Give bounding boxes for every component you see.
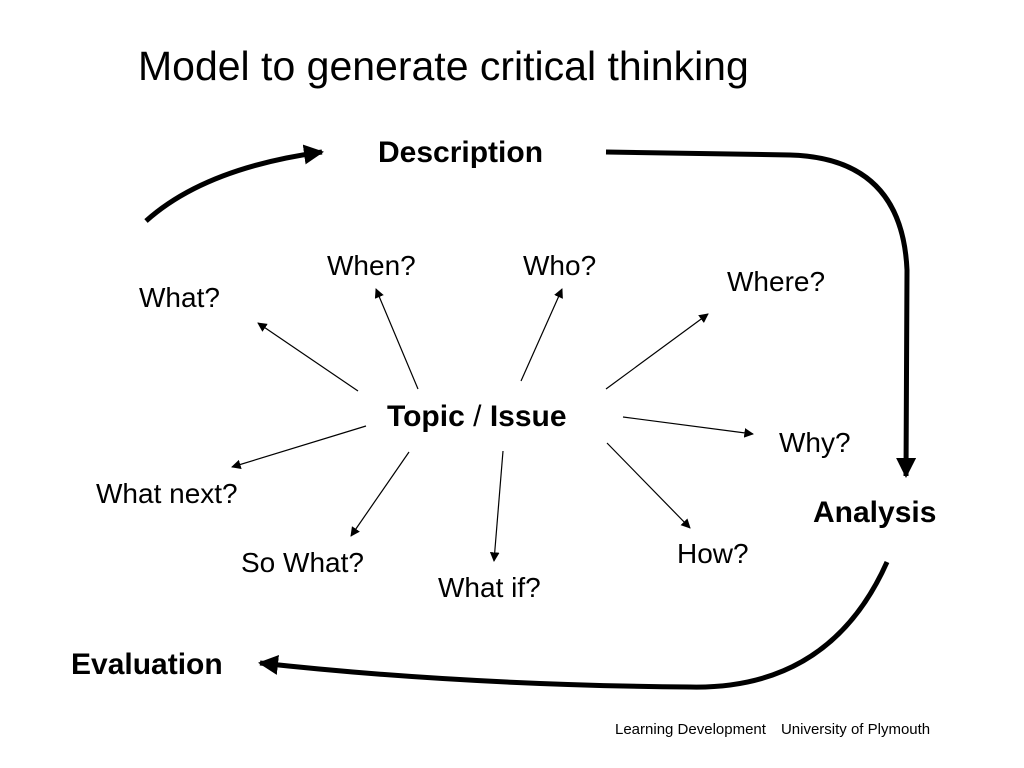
topic-separator: / [473,400,482,433]
question-what: What? [139,282,220,313]
stage-description-label: Description [378,136,544,169]
spoke-arrow-when [374,288,419,390]
spoke-arrow-what-next [231,425,367,470]
question-who: Who? [523,250,597,281]
spoke-arrow-who [520,288,563,382]
question-when: When? [327,250,416,281]
question-why: Why? [779,427,851,458]
cycle-arrow-description-to-analysis [605,149,917,478]
footer-credit: Learning Development University of Plymou… [615,722,930,737]
footer-institution: University of Plymouth [780,721,931,738]
spoke-arrow-so-what [350,451,410,537]
question-where: Where? [727,266,826,297]
question-what-if: What if? [438,572,541,603]
cycle-arrow-start-to-description [144,144,324,223]
spoke-arrow-why [622,416,754,438]
question-what-next: What next? [96,478,238,509]
spoke-arrow-where [605,313,709,390]
spoke-arrow-what-if [489,450,504,562]
slide-title: Model to generate critical thinking [138,43,749,89]
question-so-what: So What? [241,547,364,578]
stage-analysis-label: Analysis [813,496,937,529]
spoke-arrow-how [606,442,691,529]
cycle-arrow-analysis-to-evaluation [258,560,890,690]
spoke-arrow-what [257,322,359,392]
footer-department: Learning Development [615,721,766,738]
stage-evaluation-label: Evaluation [71,648,223,681]
issue-label: Issue [489,400,567,433]
topic-label: Topic [387,400,465,433]
central-topic-node: Topic / Issue [387,402,567,432]
question-how: How? [677,538,749,569]
